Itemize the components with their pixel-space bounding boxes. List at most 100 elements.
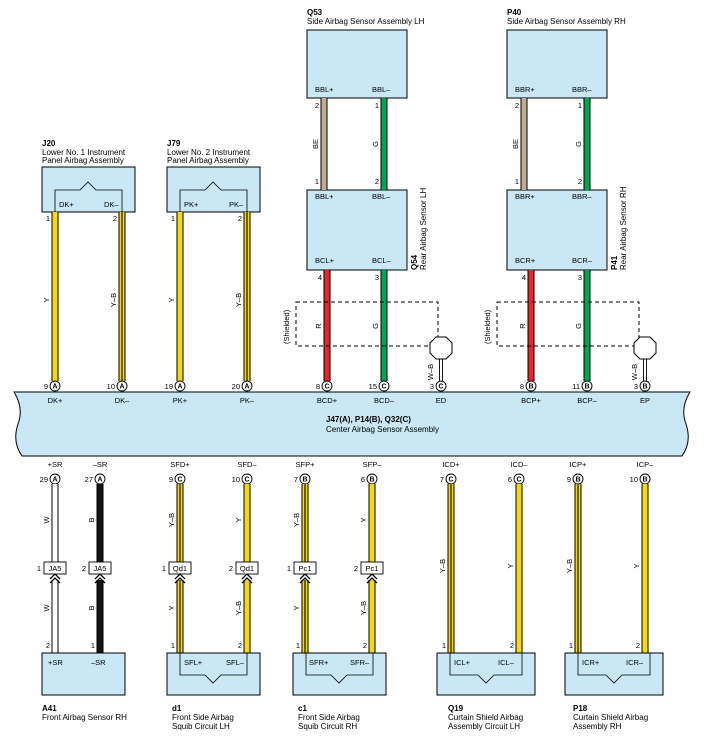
q19-code: Q19 [448,704,464,713]
connector-letter: C [516,477,521,484]
c1-name-1: Front Side Airbag [298,713,360,722]
terminal-pin: 27 [85,475,93,484]
j20-name-1: Lower No. 1 Instrument [42,148,126,157]
wire-sr-a-chevron-2 [49,577,61,584]
wire-sr-b-label-lower: B [87,605,96,610]
connector-circle [581,380,593,392]
component-p18: ICR+ ICR– P18 Curtain Shield Airbag Asse… [564,652,664,731]
wire-label-bbrm: G [574,141,583,147]
connector-letter: A [52,384,57,391]
pin-p18-1: 1 [569,641,573,650]
terminal-pin: 9 [567,475,571,484]
connector-circle [49,380,61,392]
wire-sfp-a-connector-pin: 1 [287,564,291,573]
ecu-bottom-terminals: A29+SRA27–SRC9SFD+C10SFD–B7SFP+B6SFP–C7I… [40,460,655,485]
center-airbag-ecu [13,391,691,457]
p40-pin-bbrm: BBR– [572,85,592,94]
wire-label-icd-b: Y [506,563,515,568]
pin-p41-4: 4 [522,273,526,282]
wire-sfd-b-connector-label: Qd1 [240,564,254,573]
p18-pin-icrp: ICR+ [582,658,600,667]
wire-sfd-b-chevron-2 [241,577,253,584]
j79-pin-pkm: PK– [229,200,244,209]
terminal-name: BCP+ [521,396,541,405]
d1-code: d1 [172,704,182,713]
p40-name: Side Airbag Sensor Assembly RH [507,17,626,26]
q54-pin-bblm: BBL– [372,192,391,201]
component-c1: SFR+ SFR– c1 Front Side Airbag Squib Cir… [292,652,387,731]
p41-pin-bcrm: BCR– [572,256,593,265]
wire-sfp-b-label-lower: Y–B [359,601,368,615]
pin-p40-2: 2 [515,101,519,110]
pin-p41-1: 1 [515,177,519,186]
connector-letter: B [369,477,374,484]
j20-pin-dkm: DK– [104,200,119,209]
terminal-name: BCD+ [317,396,338,405]
wire-label-icp-a: Y–B [565,559,574,573]
terminal-pin: 10 [232,475,240,484]
component-j20: J20 Lower No. 1 Instrument Panel Airbag … [41,139,136,213]
component-p40: P40 Side Airbag Sensor Assembly RH BBR+ … [506,8,626,99]
terminal-name: ED [436,396,447,405]
j79-pin-pkp: PK+ [184,200,199,209]
terminal-pin: 9 [169,475,173,484]
pin-q54-4: 4 [318,273,322,282]
component-q19: ICL+ ICL– Q19 Curtain Shield Airbag Asse… [436,652,536,731]
terminal-name: ICD– [510,460,528,469]
connector-letter: B [575,477,580,484]
pin-j20-2: 2 [113,214,117,223]
a41-code: A41 [42,704,57,713]
ground-symbol-lh [429,336,453,360]
pin-j79-2: 2 [238,214,242,223]
component-p41: BBR+ BBR– BCR+ BCR– P41 Rear Airbag Sens… [506,186,628,271]
ecu-top-terminals: A9DK+A10DK–A19PK+A20PK–C8BCD+C15BCD–C3ED… [44,380,651,405]
terminal-pin: 20 [232,382,240,391]
p18-code: P18 [573,704,588,713]
connector-letter: A [177,384,182,391]
wire-sfd-a-connector-label: Qd1 [173,564,187,573]
connector-circle [639,380,651,392]
wire-sfd-b-comp-pin: 2 [238,641,242,650]
p18-name-2: Assembly RH [573,722,622,731]
terminal-pin: 3 [430,382,434,391]
p41-name: Rear Airbag Sensor RH [619,186,628,270]
terminal-name: ICP– [637,460,655,469]
wire-label-bcpm: G [574,323,583,329]
connector-letter: C [244,477,249,484]
terminal-pin: 9 [44,382,48,391]
pin-p18-2: 2 [636,641,640,650]
connector-circle [116,380,128,392]
terminal-pin: 8 [520,382,524,391]
terminal-pin: 3 [634,382,638,391]
terminal-pin: 7 [294,475,298,484]
wire-sfd-b-connector-pin: 2 [229,564,233,573]
shielded-label-lh: (Shielded) [282,309,291,344]
p40-code: P40 [507,8,522,17]
wire-sfd-b-label-upper: Y [234,517,243,522]
component-j79: J79 Lower No. 2 Instrument Panel Airbag … [166,139,261,213]
q54-pin-bclp: BCL+ [315,256,335,265]
q53-code: Q53 [307,8,323,17]
connector-letter: B [584,384,589,391]
terminal-name: BCD– [374,396,395,405]
wire-sr-b-connector-label: JA5 [94,564,107,573]
connector-letter: B [528,384,533,391]
ground-symbol-rh [633,336,657,360]
wire-sfd-a-label-upper: Y–B [167,513,176,527]
q54-pin-bblp: BBL+ [315,192,334,201]
wire-sr-b-connector-pin: 2 [82,564,86,573]
connector-letter: C [438,384,443,391]
wire-sfp-a-chevron-2 [299,577,311,584]
q19-pin-iclp: ICL+ [454,658,471,667]
c1-code: c1 [298,704,307,713]
wire-sr-b-connector [88,561,112,575]
terminal-name: DK+ [48,396,63,405]
pin-q54-3: 3 [375,273,379,282]
terminal-name: PK+ [173,396,188,405]
connector-letter: B [302,477,307,484]
wire-sfp-a-comp-pin: 1 [296,641,300,650]
pin-p41-3: 3 [578,273,582,282]
ecu-name-line1: J47(A), P14(B), Q32(C) [326,415,411,424]
